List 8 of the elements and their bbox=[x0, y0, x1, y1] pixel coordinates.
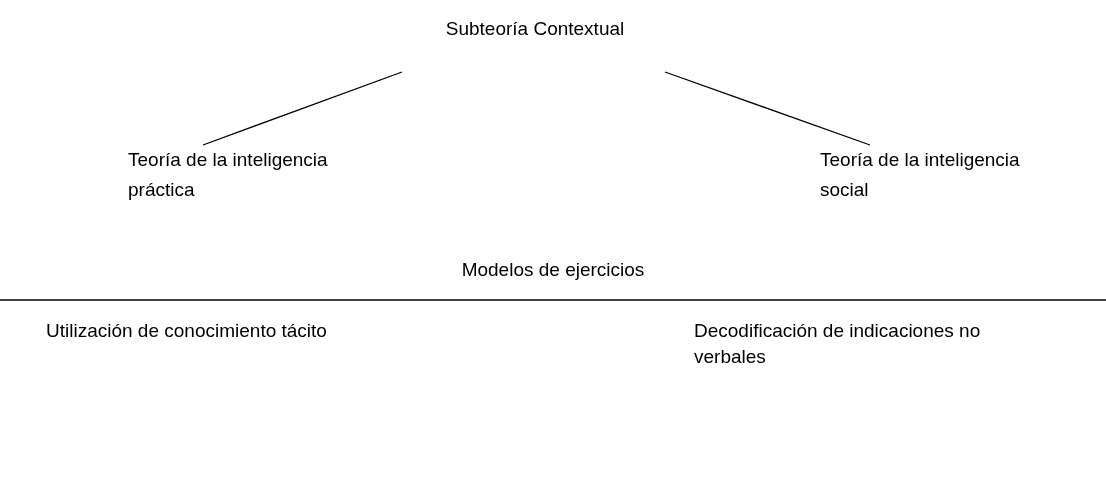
text-label: Modelos de ejercicios bbox=[461, 259, 645, 280]
connector-line bbox=[202, 71, 403, 146]
text-label: Decodificación de indicaciones no verbales bbox=[694, 320, 981, 367]
connector-line bbox=[664, 71, 871, 146]
node-label: Teoría de la inteligencia social bbox=[820, 148, 1020, 202]
node-label: Subteoría Contextual bbox=[444, 17, 626, 41]
text-label: Utilización de conocimiento tácito bbox=[46, 320, 327, 341]
node-label: Teoría de la inteligencia práctica bbox=[128, 148, 328, 202]
